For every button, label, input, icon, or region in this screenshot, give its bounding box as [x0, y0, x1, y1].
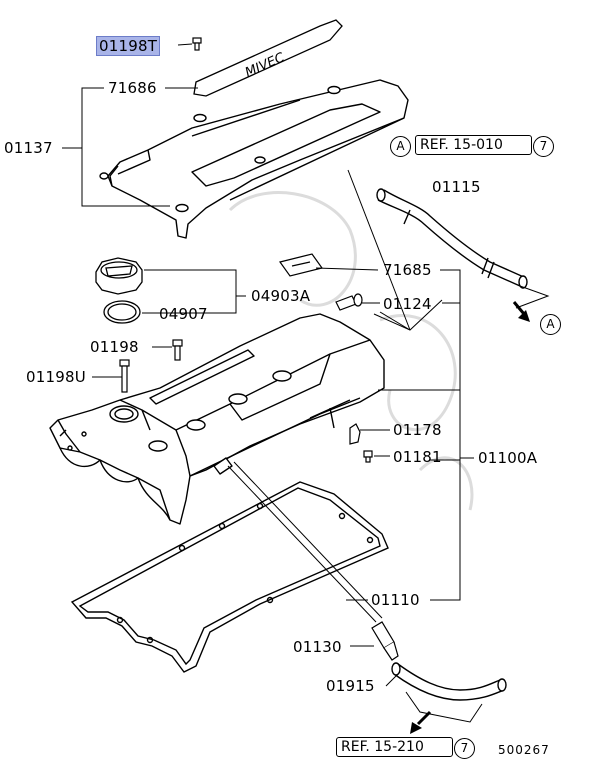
- label-leaders: [62, 43, 474, 687]
- ref-bottom-circle: 7: [454, 738, 475, 759]
- callout-01137[interactable]: 01137: [4, 139, 53, 157]
- oil-filler-cap: [95, 257, 143, 295]
- callout-01130[interactable]: 01130: [293, 638, 342, 656]
- ref-box-bottom[interactable]: REF. 15-210: [336, 737, 453, 757]
- callout-71686[interactable]: 71686: [108, 79, 157, 97]
- oil-cap-gasket: [103, 300, 141, 324]
- ref-marker-a-top: A: [390, 136, 411, 157]
- leader-lines-bottom: [405, 691, 483, 723]
- engine-cover: [99, 79, 409, 239]
- pcv-hose: [391, 662, 507, 701]
- callout-01181[interactable]: 01181: [393, 448, 442, 466]
- callout-01110[interactable]: 01110: [371, 591, 420, 609]
- callout-04907[interactable]: 04907: [159, 305, 208, 323]
- diagram-code: 500267: [498, 743, 550, 757]
- callout-01178[interactable]: 01178: [393, 421, 442, 439]
- callout-71685[interactable]: 71685: [383, 261, 432, 279]
- bracket-01178: [349, 423, 361, 445]
- callout-01198t[interactable]: 01198T: [96, 36, 161, 56]
- callout-01124[interactable]: 01124: [383, 295, 432, 313]
- label-plate-71685: [278, 253, 324, 277]
- callout-01915[interactable]: 01915: [326, 677, 375, 695]
- rocker-gasket: [70, 481, 389, 673]
- ref-box-top[interactable]: REF. 15-010: [415, 135, 532, 155]
- bolt-01198u: [119, 359, 130, 393]
- arrow-bottom: [410, 710, 432, 734]
- ref-bottom-text: REF. 15-210: [341, 739, 424, 755]
- arrow-marker-a: A: [540, 314, 561, 335]
- ref-top-text: REF. 15-010: [420, 137, 503, 153]
- pcv-leader: [227, 461, 383, 623]
- arrow-to-a: [512, 301, 530, 322]
- badge-plate: MIVEC: [193, 19, 343, 97]
- leader-lines-hose: [347, 169, 550, 331]
- callout-01115[interactable]: 01115: [432, 178, 481, 196]
- callout-01198u[interactable]: 01198U: [26, 368, 86, 386]
- rocker-cover: [49, 313, 385, 525]
- bolt-01198t: [192, 37, 202, 51]
- pcv-valve: [371, 621, 399, 661]
- ref-top-circle: 7: [533, 136, 554, 157]
- callout-01100a[interactable]: 01100A: [478, 449, 538, 467]
- breather-hose: [376, 188, 528, 289]
- bolt-01181: [363, 450, 373, 463]
- bolt-01198: [172, 339, 183, 361]
- fitting-01124: [335, 293, 363, 311]
- callout-04903a[interactable]: 04903A: [251, 287, 311, 305]
- callout-01198[interactable]: 01198: [90, 338, 139, 356]
